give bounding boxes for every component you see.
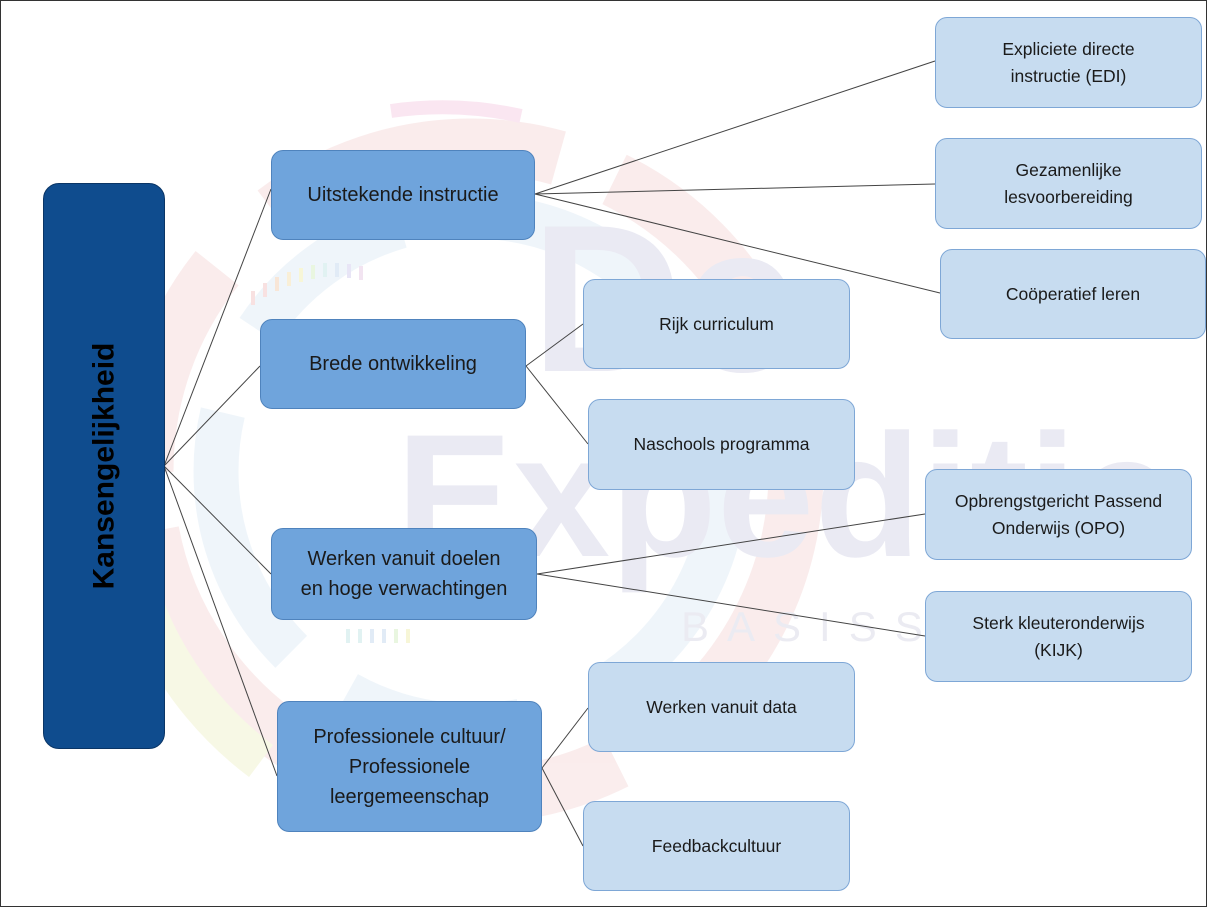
branch-label: Werken vanuit doelen en hoge verwachting… bbox=[300, 548, 508, 600]
leaf-label: Gezamenlijke lesvoorbereiding bbox=[1004, 160, 1133, 207]
watermark-text-basis: BASISS bbox=[681, 603, 941, 650]
leaf-label: Expliciete directe instructie (EDI) bbox=[1002, 39, 1135, 86]
branch-label: Professionele cultuur/ Professionele lee… bbox=[313, 725, 506, 808]
leaf-label: Rijk curriculum bbox=[659, 313, 774, 334]
watermark-arc-pink bbox=[390, 100, 523, 123]
leaf-naschools-programma: Naschools programma bbox=[588, 399, 855, 490]
connector-instructie-edi bbox=[534, 60, 936, 195]
leaf-lesvoorbereiding: Gezamenlijke lesvoorbereiding bbox=[935, 138, 1202, 229]
branch-professionele-cultuur: Professionele cultuur/ Professionele lee… bbox=[277, 701, 542, 832]
connector-cultuur-feedback bbox=[541, 767, 584, 847]
connector-root-instructie bbox=[163, 188, 272, 467]
connector-instructie-lesvoorbereiding bbox=[534, 183, 936, 195]
connector-doelen-opo bbox=[536, 513, 926, 575]
watermark-dash-rows bbox=[251, 263, 410, 643]
leaf-feedbackcultuur: Feedbackcultuur bbox=[583, 801, 850, 891]
connector-root-ontwikkeling bbox=[163, 365, 261, 467]
connector-ontwikkeling-naschools bbox=[525, 365, 589, 445]
root-node: Kansengelijkheid bbox=[43, 183, 165, 749]
leaf-edi: Expliciete directe instructie (EDI) bbox=[935, 17, 1202, 108]
leaf-opo: Opbrengstgericht Passend Onderwijs (OPO) bbox=[925, 469, 1192, 560]
leaf-label: Sterk kleuteronderwijs (KIJK) bbox=[972, 613, 1145, 660]
leaf-werken-vanuit-data: Werken vanuit data bbox=[588, 662, 855, 752]
branch-label: Brede ontwikkeling bbox=[309, 353, 477, 375]
leaf-label: Naschools programma bbox=[633, 434, 810, 455]
leaf-label: Feedbackcultuur bbox=[651, 835, 782, 856]
branch-brede-ontwikkeling: Brede ontwikkeling bbox=[260, 319, 526, 409]
leaf-rijk-curriculum: Rijk curriculum bbox=[583, 279, 850, 369]
connector-cultuur-data bbox=[541, 707, 589, 769]
root-label: Kansengelijkheid bbox=[87, 342, 121, 590]
branch-label: Uitstekende instructie bbox=[307, 184, 499, 206]
leaf-label: Werken vanuit data bbox=[646, 696, 797, 717]
connector-doelen-kijk bbox=[536, 573, 926, 637]
leaf-label: Coöperatief leren bbox=[1005, 283, 1141, 304]
leaf-kleuteronderwijs: Sterk kleuteronderwijs (KIJK) bbox=[925, 591, 1192, 682]
connector-instructie-cooperatief bbox=[534, 193, 941, 294]
leaf-cooperatief-leren: Coöperatief leren bbox=[940, 249, 1206, 339]
branch-uitstekende-instructie: Uitstekende instructie bbox=[271, 150, 535, 240]
connector-ontwikkeling-curriculum bbox=[525, 323, 584, 367]
connector-root-cultuur bbox=[163, 465, 278, 777]
branch-werken-vanuit-doelen: Werken vanuit doelen en hoge verwachting… bbox=[271, 528, 537, 620]
leaf-label: Opbrengstgericht Passend Onderwijs (OPO) bbox=[954, 491, 1163, 538]
connector-root-doelen bbox=[163, 465, 272, 575]
